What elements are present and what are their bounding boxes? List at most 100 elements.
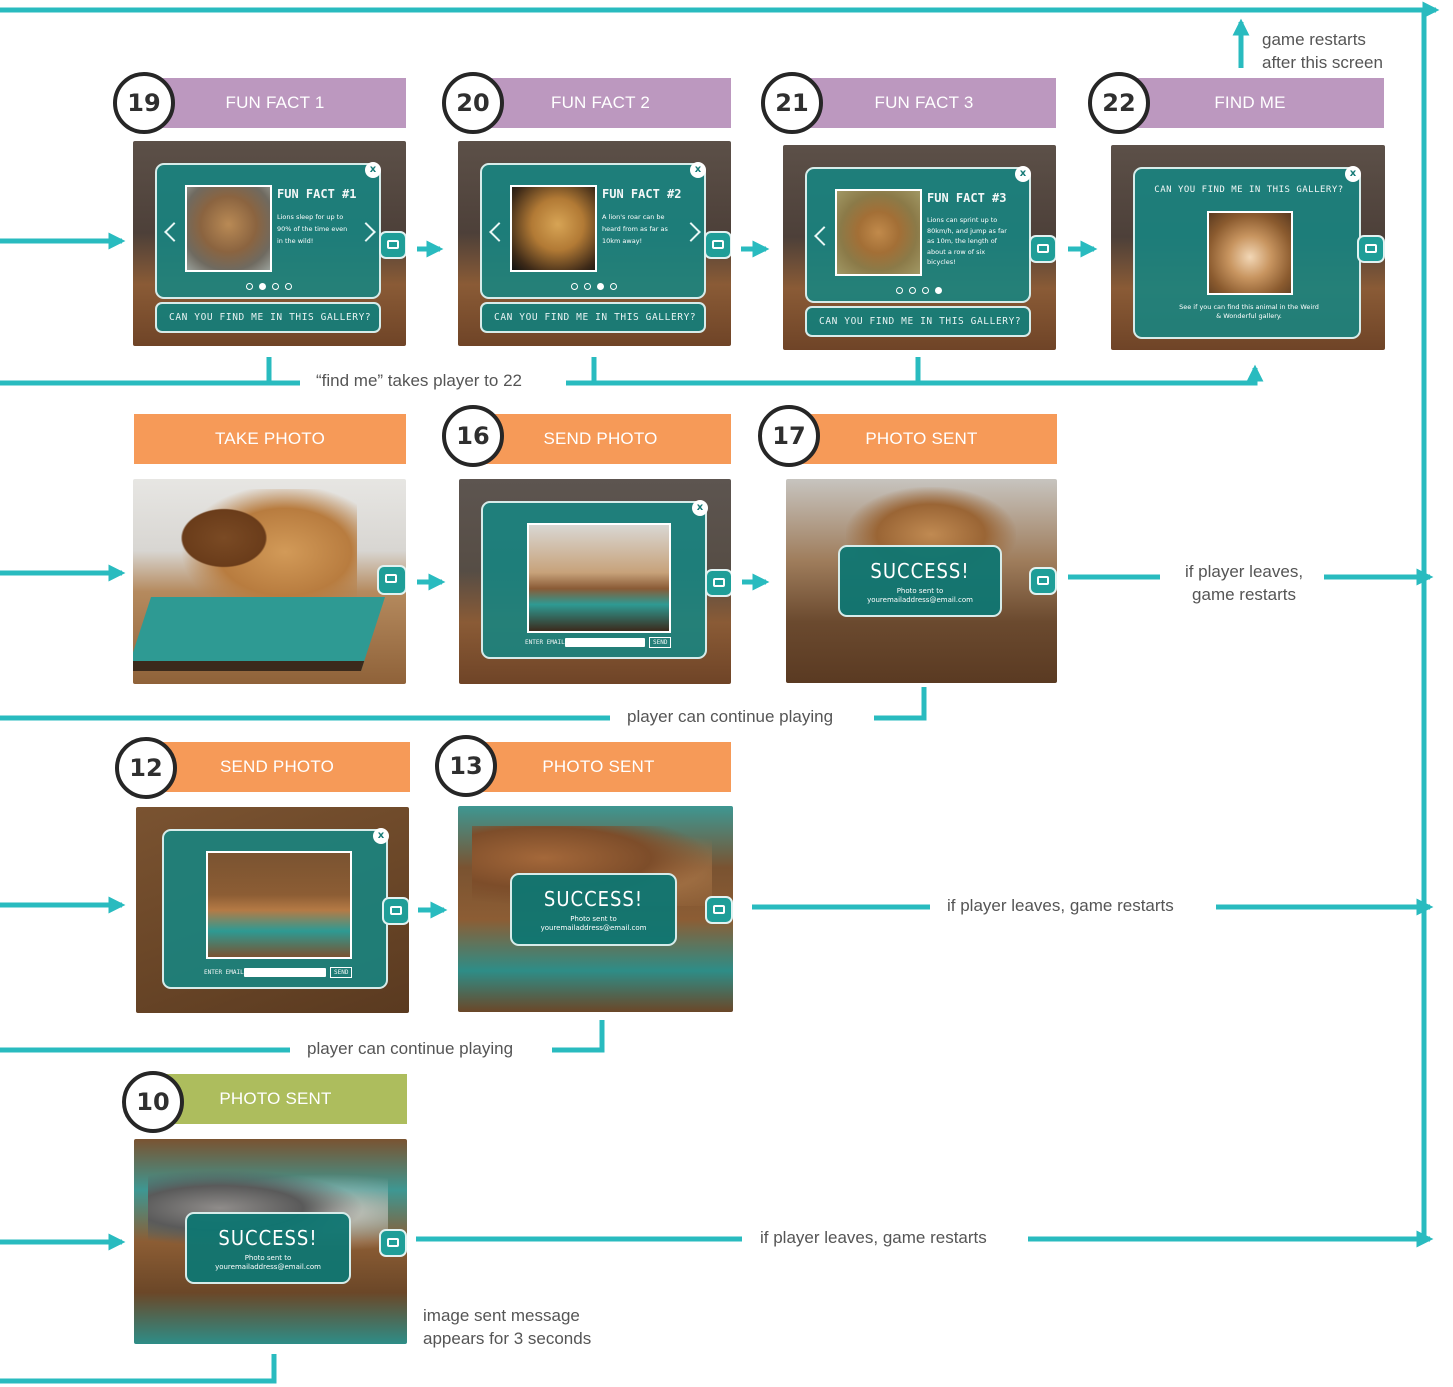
header-send-photo-12: SEND PHOTO — [144, 742, 410, 792]
camera-icon[interactable] — [704, 231, 731, 259]
header-photo-sent-13: PHOTO SENT — [466, 742, 731, 792]
close-icon[interactable]: x — [692, 500, 708, 516]
fact-panel: FUN FACT #1 Lions sleep for up to 90% of… — [155, 163, 381, 299]
chevron-left-icon[interactable] — [814, 226, 834, 246]
sent-to-label: Photo sent to — [896, 587, 944, 595]
success-title: SUCCESS! — [543, 887, 644, 911]
screen-fun-fact-2: FUN FACT #2 A lion's roar can be heard f… — [458, 141, 731, 346]
lion-running-photo — [835, 189, 922, 276]
close-icon[interactable]: x — [373, 828, 389, 844]
note-continue-2: player can continue playing — [301, 1037, 520, 1060]
header-send-photo-16: SEND PHOTO — [470, 414, 731, 464]
close-icon[interactable]: x — [1015, 166, 1031, 182]
continue-line-2 — [0, 1020, 605, 1053]
camera-icon[interactable] — [382, 897, 409, 925]
screen-take-photo — [133, 479, 406, 684]
fact-panel: FUN FACT #3 Lions can sprint up to 80km/… — [805, 167, 1031, 303]
sent-to-label: Photo sent to — [570, 915, 617, 923]
sent-email: youremailaddress@email.com — [215, 1263, 321, 1271]
fact-heading: FUN FACT #2 — [602, 187, 682, 201]
find-me-button[interactable]: CAN YOU FIND ME IN THIS GALLERY? — [480, 302, 706, 333]
carousel-dots — [896, 287, 942, 294]
screen-photo-sent-13: SUCCESS! Photo sent to youremailaddress@… — [458, 806, 733, 1012]
camera-icon[interactable] — [377, 565, 406, 595]
camera-icon[interactable] — [1029, 567, 1057, 595]
note-leaves-1: if player leaves, game restarts — [1164, 560, 1324, 606]
screen-find-me: CAN YOU FIND ME IN THIS GALLERY? See if … — [1111, 145, 1385, 350]
success-panel: SUCCESS! Photo sent to youremailaddress@… — [838, 545, 1002, 617]
success-panel: SUCCESS! Photo sent to youremailaddress@… — [185, 1212, 351, 1284]
header-photo-sent-10: PHOTO SENT — [144, 1074, 407, 1124]
note-restart-after: game restarts after this screen — [1256, 28, 1404, 74]
step-badge-17: 17 — [758, 405, 820, 467]
chevron-right-icon[interactable] — [356, 222, 376, 242]
find-me-text: See if you can find this animal in the W… — [1179, 303, 1319, 320]
note-leaves-2: if player leaves, game restarts — [941, 894, 1180, 917]
note-continue-1: player can continue playing — [621, 705, 840, 728]
continue-line-1 — [0, 687, 927, 721]
send-panel: ENTER EMAIL SEND — [481, 501, 707, 659]
fact-panel: FUN FACT #2 A lion's roar can be heard f… — [480, 163, 706, 299]
lion-puzzle-base — [133, 597, 386, 671]
close-icon[interactable]: x — [690, 162, 706, 178]
lion-sleeping-photo — [185, 185, 272, 272]
send-button[interactable]: SEND — [330, 967, 353, 978]
send-panel: ENTER EMAIL SEND — [162, 829, 388, 989]
close-icon[interactable]: x — [365, 162, 381, 178]
screen-photo-sent-10: SUCCESS! Photo sent to youremailaddress@… — [134, 1139, 407, 1344]
step-badge-16: 16 — [442, 405, 504, 467]
step-badge-19: 19 — [113, 72, 175, 134]
step-badge-20: 20 — [442, 72, 504, 134]
carousel-dots — [246, 283, 292, 290]
exit-line-10 — [0, 1354, 277, 1384]
email-input[interactable] — [244, 968, 326, 977]
step-badge-21: 21 — [761, 72, 823, 134]
findme-line — [0, 368, 1255, 386]
photo-preview — [527, 523, 671, 633]
header-take-photo: TAKE PHOTO — [134, 414, 406, 464]
lion-face-photo — [1207, 211, 1293, 295]
find-me-button[interactable]: CAN YOU FIND ME IN THIS GALLERY? — [155, 302, 381, 333]
email-input[interactable] — [565, 638, 645, 647]
step-badge-13: 13 — [435, 735, 497, 797]
sent-to-label: Photo sent to — [244, 1254, 292, 1262]
header-fun-fact-1: FUN FACT 1 — [144, 78, 406, 128]
camera-icon[interactable] — [705, 896, 733, 924]
chevron-right-icon[interactable] — [681, 222, 701, 242]
carousel-dots — [571, 283, 617, 290]
screen-fun-fact-1: FUN FACT #1 Lions sleep for up to 90% of… — [133, 141, 406, 346]
find-me-button[interactable]: CAN YOU FIND ME IN THIS GALLERY? — [805, 306, 1031, 337]
camera-icon[interactable] — [379, 1229, 407, 1257]
note-leaves-3: if player leaves, game restarts — [754, 1226, 993, 1249]
photo-preview — [206, 851, 352, 959]
sent-email: youremailaddress@email.com — [867, 596, 973, 604]
close-icon[interactable]: x — [1345, 166, 1361, 182]
send-button[interactable]: SEND — [649, 637, 672, 648]
fact-heading: FUN FACT #3 — [927, 191, 1007, 205]
header-photo-sent-17: PHOTO SENT — [786, 414, 1057, 464]
chevron-left-icon[interactable] — [489, 222, 509, 242]
screen-fun-fact-3: FUN FACT #3 Lions can sprint up to 80km/… — [783, 145, 1056, 350]
fact-text: Lions can sprint up to 80km/h, and jump … — [927, 216, 1007, 266]
fact-text: A lion's roar can be heard from as far a… — [602, 213, 668, 245]
note-find-me: “find me” takes player to 22 — [310, 369, 528, 392]
success-title: SUCCESS! — [218, 1226, 318, 1250]
screen-send-photo-16: ENTER EMAIL SEND x — [459, 479, 731, 684]
header-find-me: FIND ME — [1116, 78, 1384, 128]
chevron-left-icon[interactable] — [164, 222, 184, 242]
camera-icon[interactable] — [705, 569, 731, 597]
step-badge-10: 10 — [122, 1071, 184, 1133]
camera-icon[interactable] — [1029, 235, 1056, 263]
screen-photo-sent-17: SUCCESS! Photo sent to youremailaddress@… — [786, 479, 1057, 683]
step-badge-22: 22 — [1088, 72, 1150, 134]
find-me-heading: CAN YOU FIND ME IN THIS GALLERY? — [1154, 185, 1344, 195]
email-label: ENTER EMAIL — [204, 969, 244, 976]
header-fun-fact-3: FUN FACT 3 — [792, 78, 1056, 128]
sent-email: youremailaddress@email.com — [540, 924, 647, 932]
success-title: SUCCESS! — [870, 559, 970, 583]
find-me-panel: CAN YOU FIND ME IN THIS GALLERY? See if … — [1133, 167, 1361, 339]
camera-icon[interactable] — [1357, 235, 1385, 263]
camera-icon[interactable] — [379, 231, 406, 259]
email-label: ENTER EMAIL — [525, 639, 565, 646]
